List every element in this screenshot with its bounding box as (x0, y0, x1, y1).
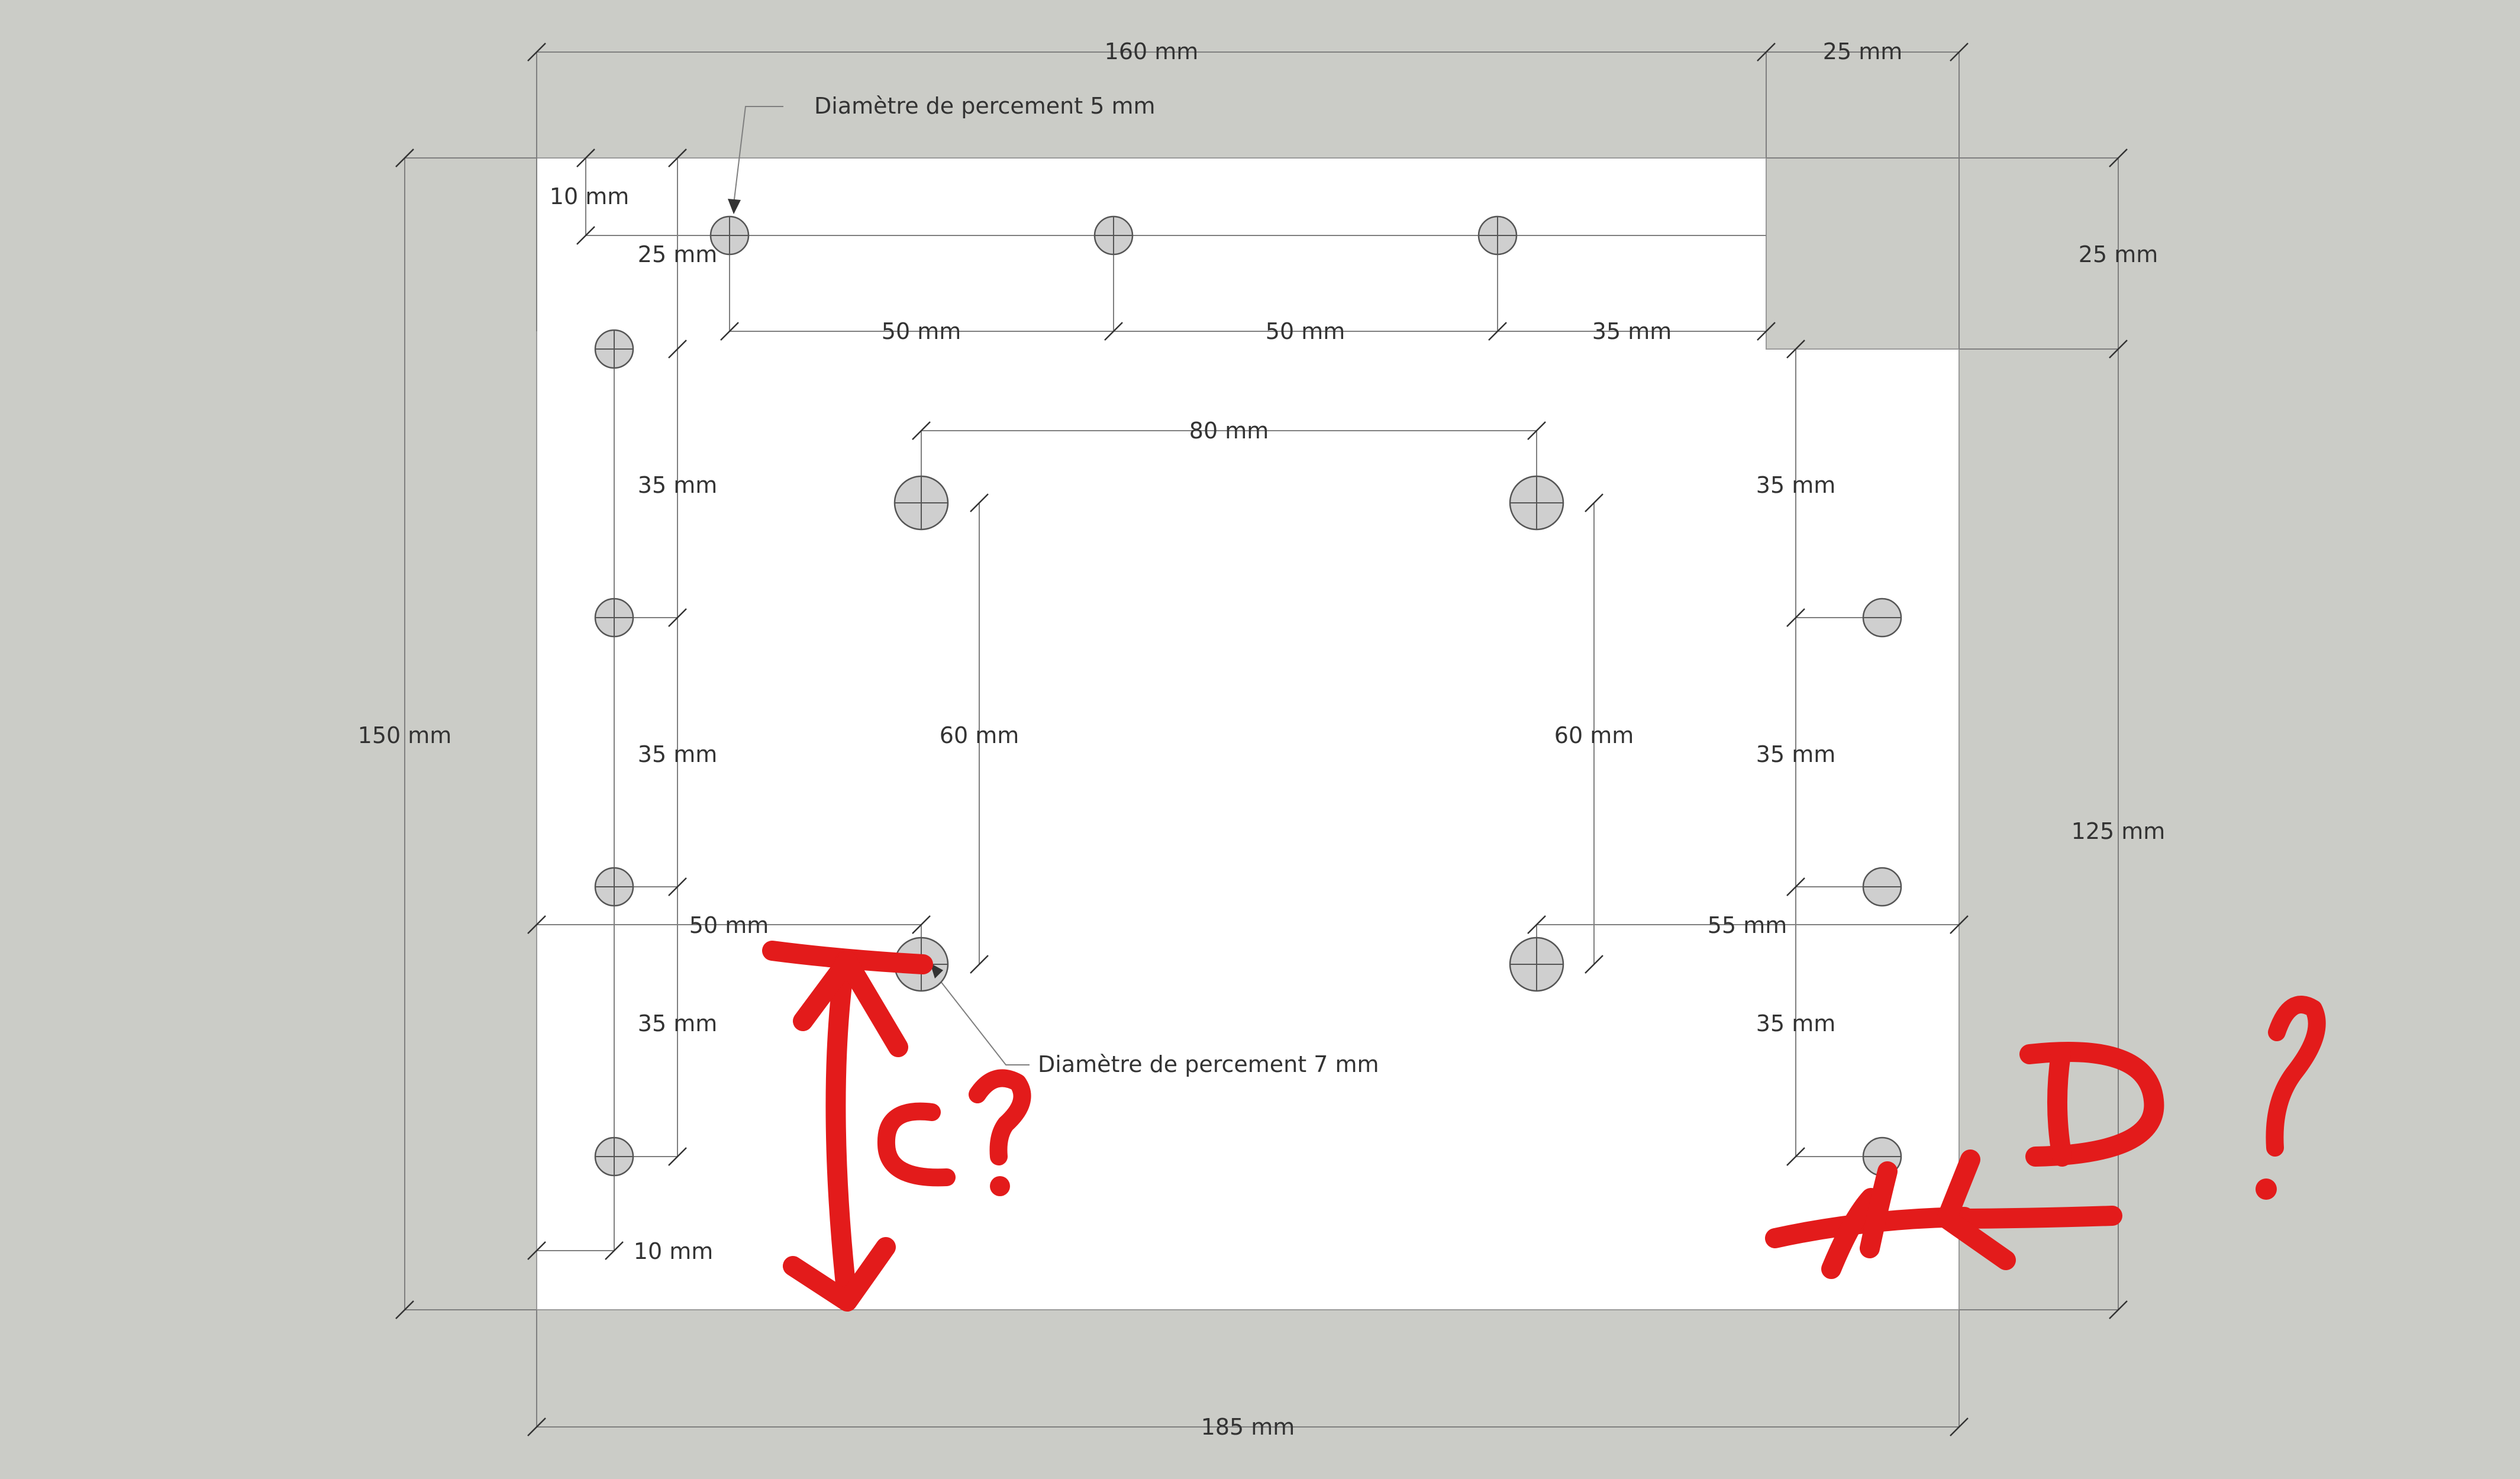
label-right-spacing-3: 35 mm (1756, 1010, 1835, 1036)
label-inner-left-height: 60 mm (940, 722, 1019, 748)
hole-right-2 (1862, 867, 1902, 907)
label-left-height: 150 mm (358, 722, 452, 748)
label-edge-25: 25 mm (638, 241, 717, 267)
holes-7mm (893, 475, 1564, 992)
hole-left-2 (594, 598, 634, 638)
hole-inner-top-right (1509, 475, 1564, 531)
hole-left-1 (594, 329, 634, 369)
callout-hole-5mm: Diamètre de percement 5 mm (814, 93, 1156, 119)
label-notch-height: 25 mm (2079, 241, 2158, 267)
label-inner-width: 80 mm (1189, 418, 1269, 444)
label-total-width: 185 mm (1201, 1414, 1295, 1440)
hole-inner-top-left (893, 475, 949, 531)
label-top-spacing-1: 50 mm (882, 318, 961, 344)
hole-top-1 (709, 215, 750, 256)
callout-hole-7mm: Diamètre de percement 7 mm (1038, 1051, 1379, 1077)
label-bottom-left-offset: 50 mm (689, 912, 769, 938)
hole-top-3 (1477, 215, 1518, 256)
label-edge-10-top: 10 mm (550, 183, 629, 209)
label-top-width: 160 mm (1105, 38, 1199, 64)
label-bottom-right-offset: 55 mm (1708, 912, 1787, 938)
dimension-ticks (395, 43, 2128, 1436)
hole-inner-bottom-right (1509, 937, 1564, 992)
label-right-height: 125 mm (2072, 818, 2166, 844)
arrow-icon (728, 199, 741, 214)
hole-top-2 (1093, 215, 1134, 256)
arrow-icon (930, 963, 943, 979)
label-right-spacing-1: 35 mm (1756, 472, 1835, 498)
red-annotation-d: D ? (1765, 996, 2326, 1279)
d-question-dot (2256, 1178, 2277, 1200)
label-top-notch: 25 mm (1823, 38, 1902, 64)
dimension-lines (404, 51, 2119, 1428)
label-left-spacing-2: 35 mm (638, 741, 717, 767)
hole-left-3 (594, 867, 634, 907)
label-top-spacing-2: 50 mm (1266, 318, 1345, 344)
label-left-spacing-1: 35 mm (638, 472, 717, 498)
label-top-spacing-3: 35 mm (1592, 318, 1672, 344)
label-left-spacing-3: 35 mm (638, 1010, 717, 1036)
label-right-spacing-2: 35 mm (1756, 741, 1835, 767)
label-edge-10-bottom: 10 mm (634, 1238, 713, 1264)
dimension-labels: 160 mm 25 mm 185 mm 150 mm 125 mm 25 mm … (358, 38, 2166, 1440)
label-inner-right-height: 60 mm (1554, 722, 1634, 748)
hole-left-4 (594, 1136, 634, 1177)
c-question-dot (990, 1176, 1010, 1196)
holes-5mm (594, 215, 1902, 1177)
hole-right-1 (1862, 598, 1902, 638)
red-annotation-c: C ? (762, 941, 1031, 1312)
